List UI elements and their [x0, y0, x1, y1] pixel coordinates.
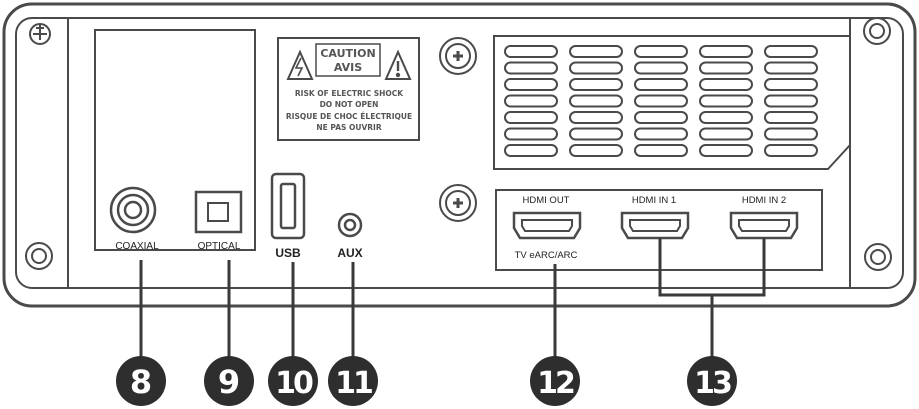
vent-slot: [699, 111, 753, 124]
vent-slot: [634, 61, 688, 75]
callout-leader-lines: [139, 238, 766, 360]
panel-screw-upper: [439, 37, 477, 75]
callout-13-number: 13: [694, 366, 731, 401]
optical-port: [194, 190, 243, 234]
aux-label: AUX: [337, 246, 362, 260]
vent-slot: [764, 78, 818, 91]
vent-slot: [569, 144, 623, 157]
vent-slot: [504, 94, 558, 108]
vent-grille-frame: [493, 35, 851, 170]
callout-11: 11: [328, 356, 378, 406]
corner-screw-bottom-right: [864, 243, 892, 271]
hdmi-in-2-label: HDMI IN 2: [742, 195, 786, 206]
vent-slot: [764, 94, 818, 108]
callout-12: 12: [530, 356, 580, 406]
vent-slot: [764, 144, 818, 157]
hdmi-out-label: HDMI OUT: [523, 195, 570, 206]
corner-screw-top-right: [863, 17, 891, 45]
caution-label: CAUTION AVIS RISK OF ELECTRIC SHOCK DO N…: [277, 37, 420, 141]
vent-slot: [634, 144, 688, 157]
callout-8: 8: [116, 356, 166, 406]
vent-slot: [699, 144, 753, 157]
vent-slot: [569, 45, 623, 58]
vent-slot: [569, 127, 623, 141]
vent-slot: [504, 61, 558, 75]
optical-label: OPTICAL: [198, 241, 241, 252]
hdmi-in-1-label: HDMI IN 1: [632, 195, 676, 206]
hdmi-out-port: [512, 211, 582, 240]
lightning-warning-icon: [286, 49, 314, 80]
vent-slot: [699, 78, 753, 91]
coaxial-port: [109, 186, 157, 234]
audio-port-recess: [94, 29, 256, 251]
caution-line-4: NE PAS OUVRIR: [316, 123, 381, 132]
corner-screw-bottom-left: [25, 242, 53, 270]
vent-slot: [634, 78, 688, 91]
vent-slot: [504, 45, 558, 58]
callout-9: 9: [204, 356, 254, 406]
rear-panel: [15, 17, 904, 289]
coaxial-label: COAXIAL: [115, 241, 159, 252]
vent-slots: [504, 45, 818, 157]
exclamation-warning-icon: [384, 49, 412, 80]
vent-slot: [504, 78, 558, 91]
vent-slot: [504, 127, 558, 141]
caution-line-2: DO NOT OPEN: [320, 100, 379, 109]
vent-slot: [764, 111, 818, 124]
usb-label: USB: [275, 246, 301, 260]
vent-slot: [764, 45, 818, 58]
callout-8-number: 8: [130, 363, 152, 401]
vent-slot: [569, 111, 623, 124]
callout-11-number: 11: [335, 366, 372, 401]
tv-earc-label: TV eARC/ARC: [515, 250, 578, 261]
vent-slot: [569, 61, 623, 75]
usb-port: [270, 172, 306, 240]
vent-slot: [699, 94, 753, 108]
caution-title-fr: AVIS: [334, 61, 362, 74]
vent-slot: [569, 94, 623, 108]
vent-slot: [504, 144, 558, 157]
caution-title: CAUTION: [320, 47, 375, 60]
caution-line-3: RISQUE DE CHOC ÉLECTRIQUE: [286, 112, 412, 121]
caution-line-1: RISK OF ELECTRIC SHOCK: [295, 89, 404, 98]
vent-slot: [634, 45, 688, 58]
vent-slot: [504, 111, 558, 124]
vent-slot: [634, 127, 688, 141]
callout-10-number: 10: [275, 366, 313, 401]
vent-slot: [699, 127, 753, 141]
vent-slot: [634, 111, 688, 124]
callout-13: 13: [687, 356, 737, 406]
aux-port: [337, 212, 363, 238]
vent-slot: [699, 61, 753, 75]
vent-slot: [699, 45, 753, 58]
hdmi-in-2-port: [729, 211, 799, 240]
corner-screw-top-left: [29, 23, 51, 45]
vent-slot: [764, 61, 818, 75]
vent-slot: [569, 78, 623, 91]
callout-12-number: 12: [537, 366, 574, 401]
vent-slot: [764, 127, 818, 141]
panel-screw-lower: [439, 184, 477, 222]
vent-slot: [634, 94, 688, 108]
callout-10: 10: [268, 356, 318, 406]
hdmi-in-1-port: [620, 211, 690, 240]
callout-9-number: 9: [218, 363, 240, 401]
